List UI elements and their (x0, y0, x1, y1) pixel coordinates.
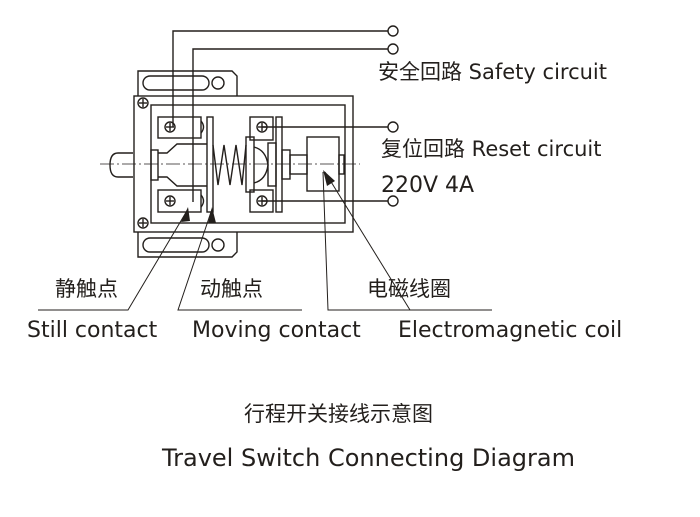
moving-contact-label-cn: 动触点 (200, 277, 263, 301)
plunger (109, 143, 207, 187)
still-contact-label-en: Still contact (27, 318, 158, 343)
coil-label-cn: 电磁线圈 (367, 277, 451, 301)
still-contact-label-cn: 静触点 (55, 277, 118, 301)
moving-contact (206, 116, 255, 213)
coil-label-en: Electromagnetic coil (398, 318, 623, 343)
mount-screw-icon (137, 217, 149, 229)
reset-circuit-label: 复位回路 Reset circuit (381, 137, 602, 161)
mount-brackets (137, 70, 238, 258)
arrow-heads (181, 170, 335, 223)
mount-screw-icon (137, 97, 149, 109)
safety-circuit-label: 安全回路 Safety circuit (378, 60, 608, 84)
diagram-title-en: Travel Switch Connecting Diagram (162, 444, 575, 472)
reset-contacts (249, 116, 308, 213)
diagram-title-cn: 行程开关接线示意图 (244, 402, 433, 426)
leader-lines (38, 171, 492, 311)
moving-contact-label-en: Moving contact (192, 318, 361, 343)
still-contacts (157, 116, 205, 213)
rating-label: 220V 4A (381, 173, 475, 198)
wires (172, 25, 399, 207)
